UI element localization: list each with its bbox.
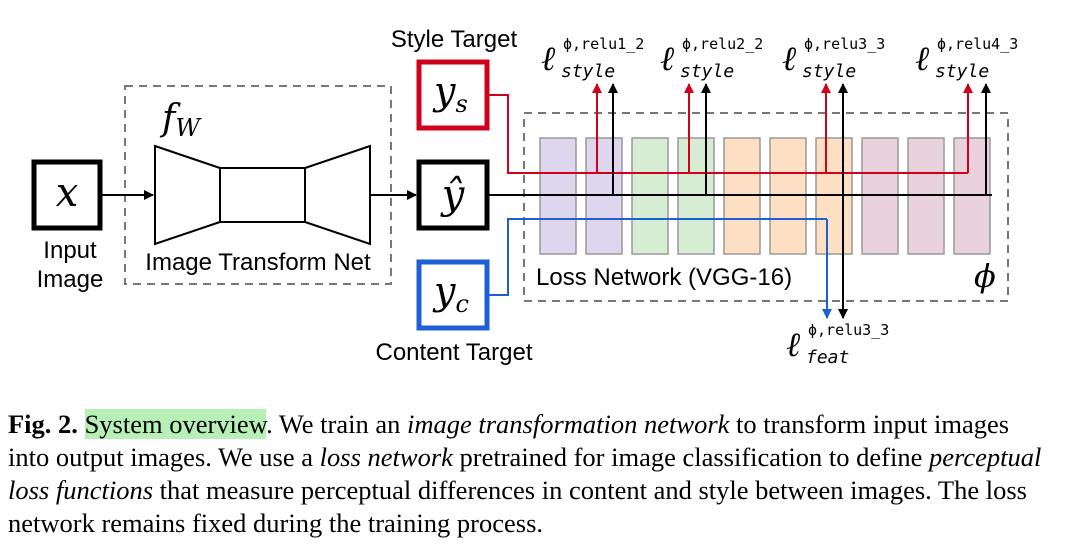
yc-symbol: yc xyxy=(432,269,469,318)
content-feature-line xyxy=(487,218,827,296)
svg-text:style: style xyxy=(935,61,989,82)
caption-text: that measure perceptual differences in c… xyxy=(8,475,1027,538)
svg-text:ℓ: ℓ xyxy=(782,39,796,79)
output-image-box xyxy=(416,159,490,231)
svg-text:ϕ,relu1_2: ϕ,relu1_2 xyxy=(563,35,644,53)
transform-net-dashed-box xyxy=(124,85,392,285)
transform-net-label: Image Transform Net xyxy=(145,249,371,276)
figure-label: Fig. 2. xyxy=(8,409,78,439)
figure-caption: Fig. 2. System overview. We train an ima… xyxy=(8,408,1053,540)
svg-text:ℓ: ℓ xyxy=(915,39,929,79)
caption-emphasis: perceptual loss functions xyxy=(8,442,1042,505)
input-label-line2: Image xyxy=(37,266,104,293)
svg-text:ℓ: ℓ xyxy=(541,39,555,79)
content-target-label: Content Target xyxy=(376,339,533,366)
svg-text:ϕ,relu3_3: ϕ,relu3_3 xyxy=(808,321,889,339)
caption-emphasis: loss network xyxy=(319,442,453,472)
svg-text:ℓ: ℓ xyxy=(660,39,674,79)
loss-network-label: Loss Network (VGG-16) xyxy=(536,264,792,291)
caption-emphasis: image transformation network xyxy=(406,409,730,439)
caption-text: pretrained for image classification to d… xyxy=(452,442,929,472)
svg-text:ℓ: ℓ xyxy=(786,325,800,365)
x-symbol: x xyxy=(56,170,79,216)
style-loss-arrows xyxy=(592,83,991,195)
transform-net-shape xyxy=(154,144,371,246)
fw-symbol: fW xyxy=(159,98,202,142)
style-feature-line xyxy=(487,94,968,174)
style-loss-label-relu3-3: ℓ ϕ,relu3_3 style xyxy=(782,35,885,82)
svg-text:style: style xyxy=(802,61,856,82)
yhat-symbol: ŷ xyxy=(440,172,466,218)
svg-text:ϕ,relu3_3: ϕ,relu3_3 xyxy=(804,35,885,53)
ys-symbol: ys xyxy=(432,69,468,118)
caption-text: . We train an xyxy=(266,409,407,439)
phi-symbol: ϕ xyxy=(974,257,996,295)
svg-text:ϕ,relu2_2: ϕ,relu2_2 xyxy=(682,35,763,53)
caption-highlight: System overview xyxy=(84,409,267,439)
svg-text:feat: feat xyxy=(806,347,849,368)
svg-text:style: style xyxy=(680,61,734,82)
loss-network-dashed-box xyxy=(523,112,1009,302)
style-loss-label-relu2-2: ℓ ϕ,relu2_2 style xyxy=(660,35,763,82)
system-overview-diagram: fW Image Transform Net x Input Image Sty… xyxy=(31,26,1018,368)
svg-text:style: style xyxy=(561,61,615,82)
caption-text: to transform input images into output im… xyxy=(8,409,1010,472)
style-loss-label-relu1-2: ℓ ϕ,relu1_2 style xyxy=(541,35,644,82)
style-loss-label-relu4-3: ℓ ϕ,relu4_3 style xyxy=(915,35,1018,82)
feat-loss-label: ℓ ϕ,relu3_3 feat xyxy=(786,321,889,368)
svg-text:ϕ,relu4_3: ϕ,relu4_3 xyxy=(937,35,1018,53)
style-target-box xyxy=(416,59,490,131)
input-label-line1: Input xyxy=(43,237,97,264)
style-target-label: Style Target xyxy=(391,26,518,53)
